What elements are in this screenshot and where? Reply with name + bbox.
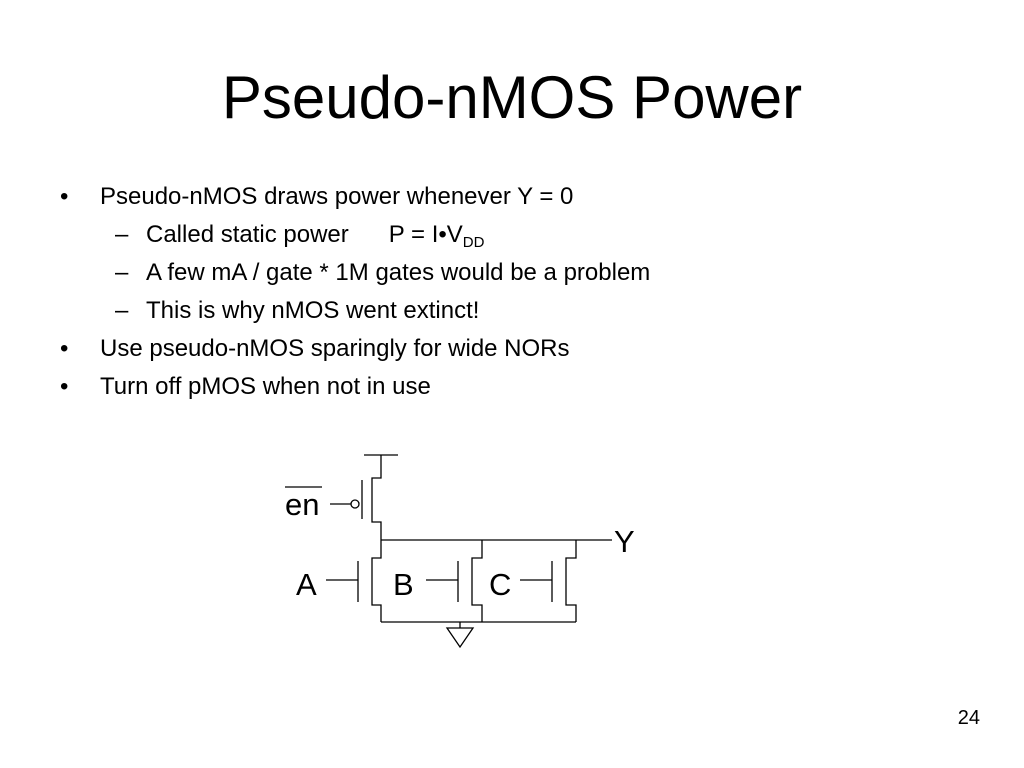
bullet-marker: • [60, 373, 69, 400]
inversion-bubble [350, 499, 360, 509]
bullet-text: Turn off pMOS when not in use [100, 373, 431, 400]
enable-label: en [285, 487, 319, 522]
page-number: 24 [957, 707, 980, 729]
sub-bullet-marker: – [115, 221, 129, 248]
formula-subscript: DD [462, 234, 485, 251]
formula-text: P = I•V [388, 221, 463, 248]
bullet-marker: • [60, 335, 69, 362]
bullet-text: This is why nMOS went extinct! [146, 297, 480, 324]
sub-bullet-marker: – [115, 259, 129, 286]
input-label-b: B [393, 567, 414, 602]
nmos-transistor-a [326, 540, 382, 622]
sub-bullet-marker: – [115, 297, 129, 324]
slide-title: Pseudo-nMOS Power [221, 64, 803, 131]
bullet-text: Called static power [146, 221, 349, 248]
output-label: Y [614, 524, 635, 559]
bullet-text: Use pseudo-nMOS sparingly for wide NORs [100, 335, 570, 362]
bullet-text: Pseudo-nMOS draws power whenever Y = 0 [100, 183, 574, 210]
input-label-c: C [489, 567, 511, 602]
pmos-load-transistor [330, 455, 382, 540]
power-formula: P = I•VDD [388, 221, 485, 251]
nmos-transistor-c [520, 540, 577, 622]
sub-bullet-content: Called static power P = I•VDD [146, 216, 484, 254]
nmos-transistor-b [426, 540, 483, 622]
input-label-a: A [296, 567, 317, 602]
bullet-text: A few mA / gate * 1M gates would be a pr… [146, 259, 651, 286]
ground-symbol [445, 627, 475, 649]
bullet-marker: • [60, 183, 69, 210]
